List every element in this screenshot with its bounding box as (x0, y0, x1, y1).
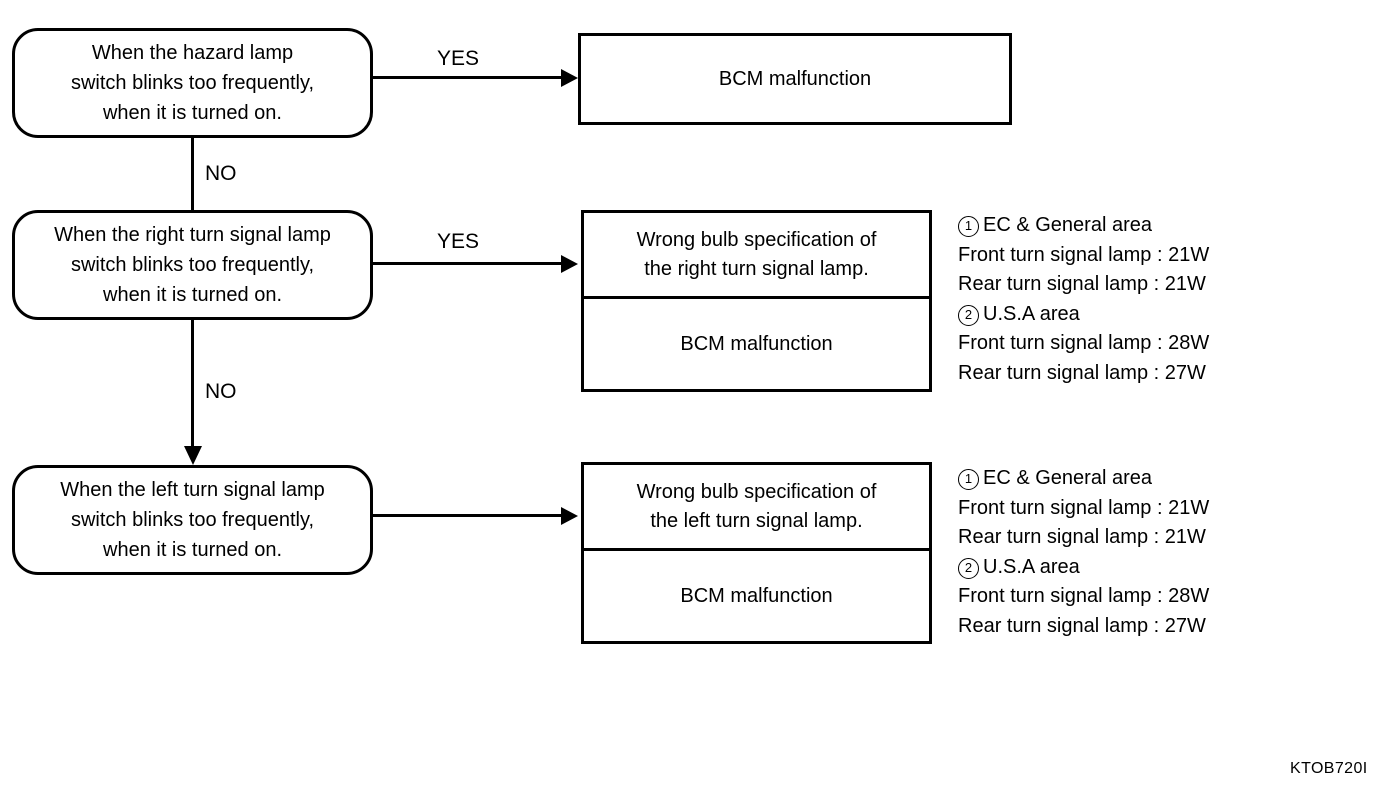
arrowhead-left-turn-outcome (561, 506, 578, 525)
outcome-text: BCM malfunction (718, 67, 872, 90)
circled-number-1-icon: 1 (958, 469, 979, 490)
note-spec: Front turn signal lamp : 28W (958, 585, 1210, 607)
note-heading-1-text: EC & General area (983, 214, 1152, 236)
outcome-primary-text: Wrong bulb specification of the right tu… (584, 213, 929, 299)
note-spec: Rear turn signal lamp : 21W (958, 273, 1206, 295)
decision-text: When the left turn signal lamp switch bl… (60, 475, 325, 565)
decision-line: when it is turned on. (102, 102, 282, 124)
arrowhead-hazard-outcome (561, 68, 578, 87)
connector-hazard-to-outcome (373, 76, 563, 79)
decision-box-left-turn-signal[interactable]: When the left turn signal lamp switch bl… (12, 465, 373, 575)
outcome-line: Wrong bulb specification of (636, 480, 877, 503)
connector-right-turn-to-outcome (373, 262, 563, 265)
edge-label-yes-hazard: YES (437, 47, 480, 70)
decision-text: When the hazard lamp switch blinks too f… (71, 38, 314, 128)
outcome-primary-text: Wrong bulb specification of the left tur… (584, 465, 929, 551)
note-spec: Front turn signal lamp : 21W (958, 243, 1210, 266)
outcome-line: Wrong bulb specification of (636, 228, 877, 251)
decision-line: switch blinks too frequently, (70, 72, 315, 94)
connector-left-turn-to-outcome (373, 514, 563, 517)
circled-number-2-icon: 2 (958, 557, 979, 579)
edge-label-yes-right-turn: YES (437, 230, 480, 253)
note-spec: Front turn signal lamp : 28W (958, 332, 1210, 354)
note-spec: Rear turn signal lamp : 27W (958, 614, 1206, 637)
note-spec: Front turn signal lamp : 21W (958, 496, 1210, 519)
arrowhead-no-right-turn (183, 446, 202, 465)
outcome-line: the right turn signal lamp. (644, 257, 869, 280)
edge-label-no-right-turn: NO (205, 380, 237, 403)
outcome-secondary-text: BCM malfunction (680, 332, 833, 355)
outcome-line: the left turn signal lamp. (650, 509, 863, 532)
decision-line: switch blinks too frequently, (70, 509, 315, 531)
decision-line: when it is turned on. (103, 539, 282, 561)
decision-box-hazard-lamp[interactable]: When the hazard lamp switch blinks too f… (12, 28, 373, 138)
outcome-box-left-turn[interactable]: Wrong bulb specification of the left tur… (581, 462, 932, 644)
note-spec: Rear turn signal lamp : 27W (958, 361, 1206, 384)
note-heading-2-text: U.S.A area (983, 555, 1080, 578)
figure-reference-code: KTOB720I (1290, 760, 1368, 777)
arrowhead-right-turn-outcome (561, 254, 578, 273)
note-spec: Rear turn signal lamp : 21W (958, 526, 1206, 548)
note-heading-1-text: EC & General area (983, 467, 1152, 489)
decision-line: When the right turn signal lamp (54, 224, 331, 246)
connector-no-hazard (191, 138, 194, 210)
outcome-box-right-turn[interactable]: Wrong bulb specification of the right tu… (581, 210, 932, 392)
circled-number-1-icon: 1 (958, 216, 979, 237)
edge-label-no-hazard: NO (205, 162, 237, 185)
decision-line: when it is turned on. (103, 284, 282, 306)
decision-text: When the right turn signal lamp switch b… (54, 220, 331, 310)
circled-number-2-icon: 2 (958, 304, 979, 326)
decision-box-right-turn-signal[interactable]: When the right turn signal lamp switch b… (12, 210, 373, 320)
decision-line: When the hazard lamp (91, 42, 294, 64)
decision-line: When the left turn signal lamp (60, 479, 325, 501)
decision-line: switch blinks too frequently, (70, 254, 315, 276)
outcome-box-hazard[interactable]: BCM malfunction (578, 33, 1012, 125)
connector-no-right-turn (191, 320, 194, 450)
outcome-secondary-text: BCM malfunction (680, 584, 833, 607)
note-heading-2-text: U.S.A area (983, 302, 1080, 325)
